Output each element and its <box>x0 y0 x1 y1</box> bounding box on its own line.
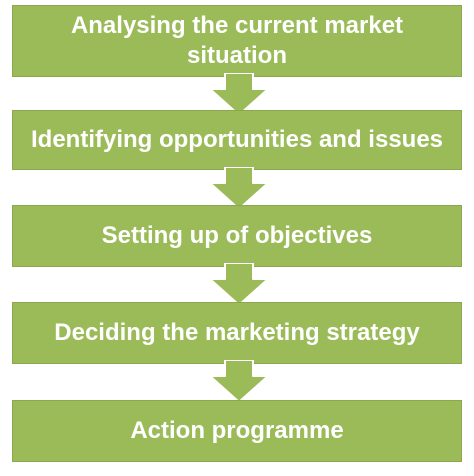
step-deciding-strategy-box: Deciding the marketing strategy <box>12 302 462 364</box>
step-deciding-strategy-label: Deciding the marketing strategy <box>54 319 420 346</box>
step-identifying-opportunities-box: Identifying opportunities and issues <box>12 110 462 170</box>
step-setting-objectives-box: Setting up of objectives <box>12 205 462 267</box>
step-identifying-opportunities-label: Identifying opportunities and issues <box>30 126 444 153</box>
down-arrow-icon <box>208 73 270 117</box>
down-arrow-icon <box>208 360 270 404</box>
step-setting-objectives-label: Setting up of objectives <box>101 222 373 249</box>
down-arrow-icon <box>208 263 270 307</box>
step-action-programme-box: Action programme <box>12 400 462 462</box>
step-analysing-market-box: Analysing the current market situation <box>12 5 462 77</box>
step-analysing-market-label: Analysing the current market situation <box>70 12 404 69</box>
down-arrow-icon <box>208 167 270 211</box>
step-action-programme-label: Action programme <box>130 417 344 444</box>
